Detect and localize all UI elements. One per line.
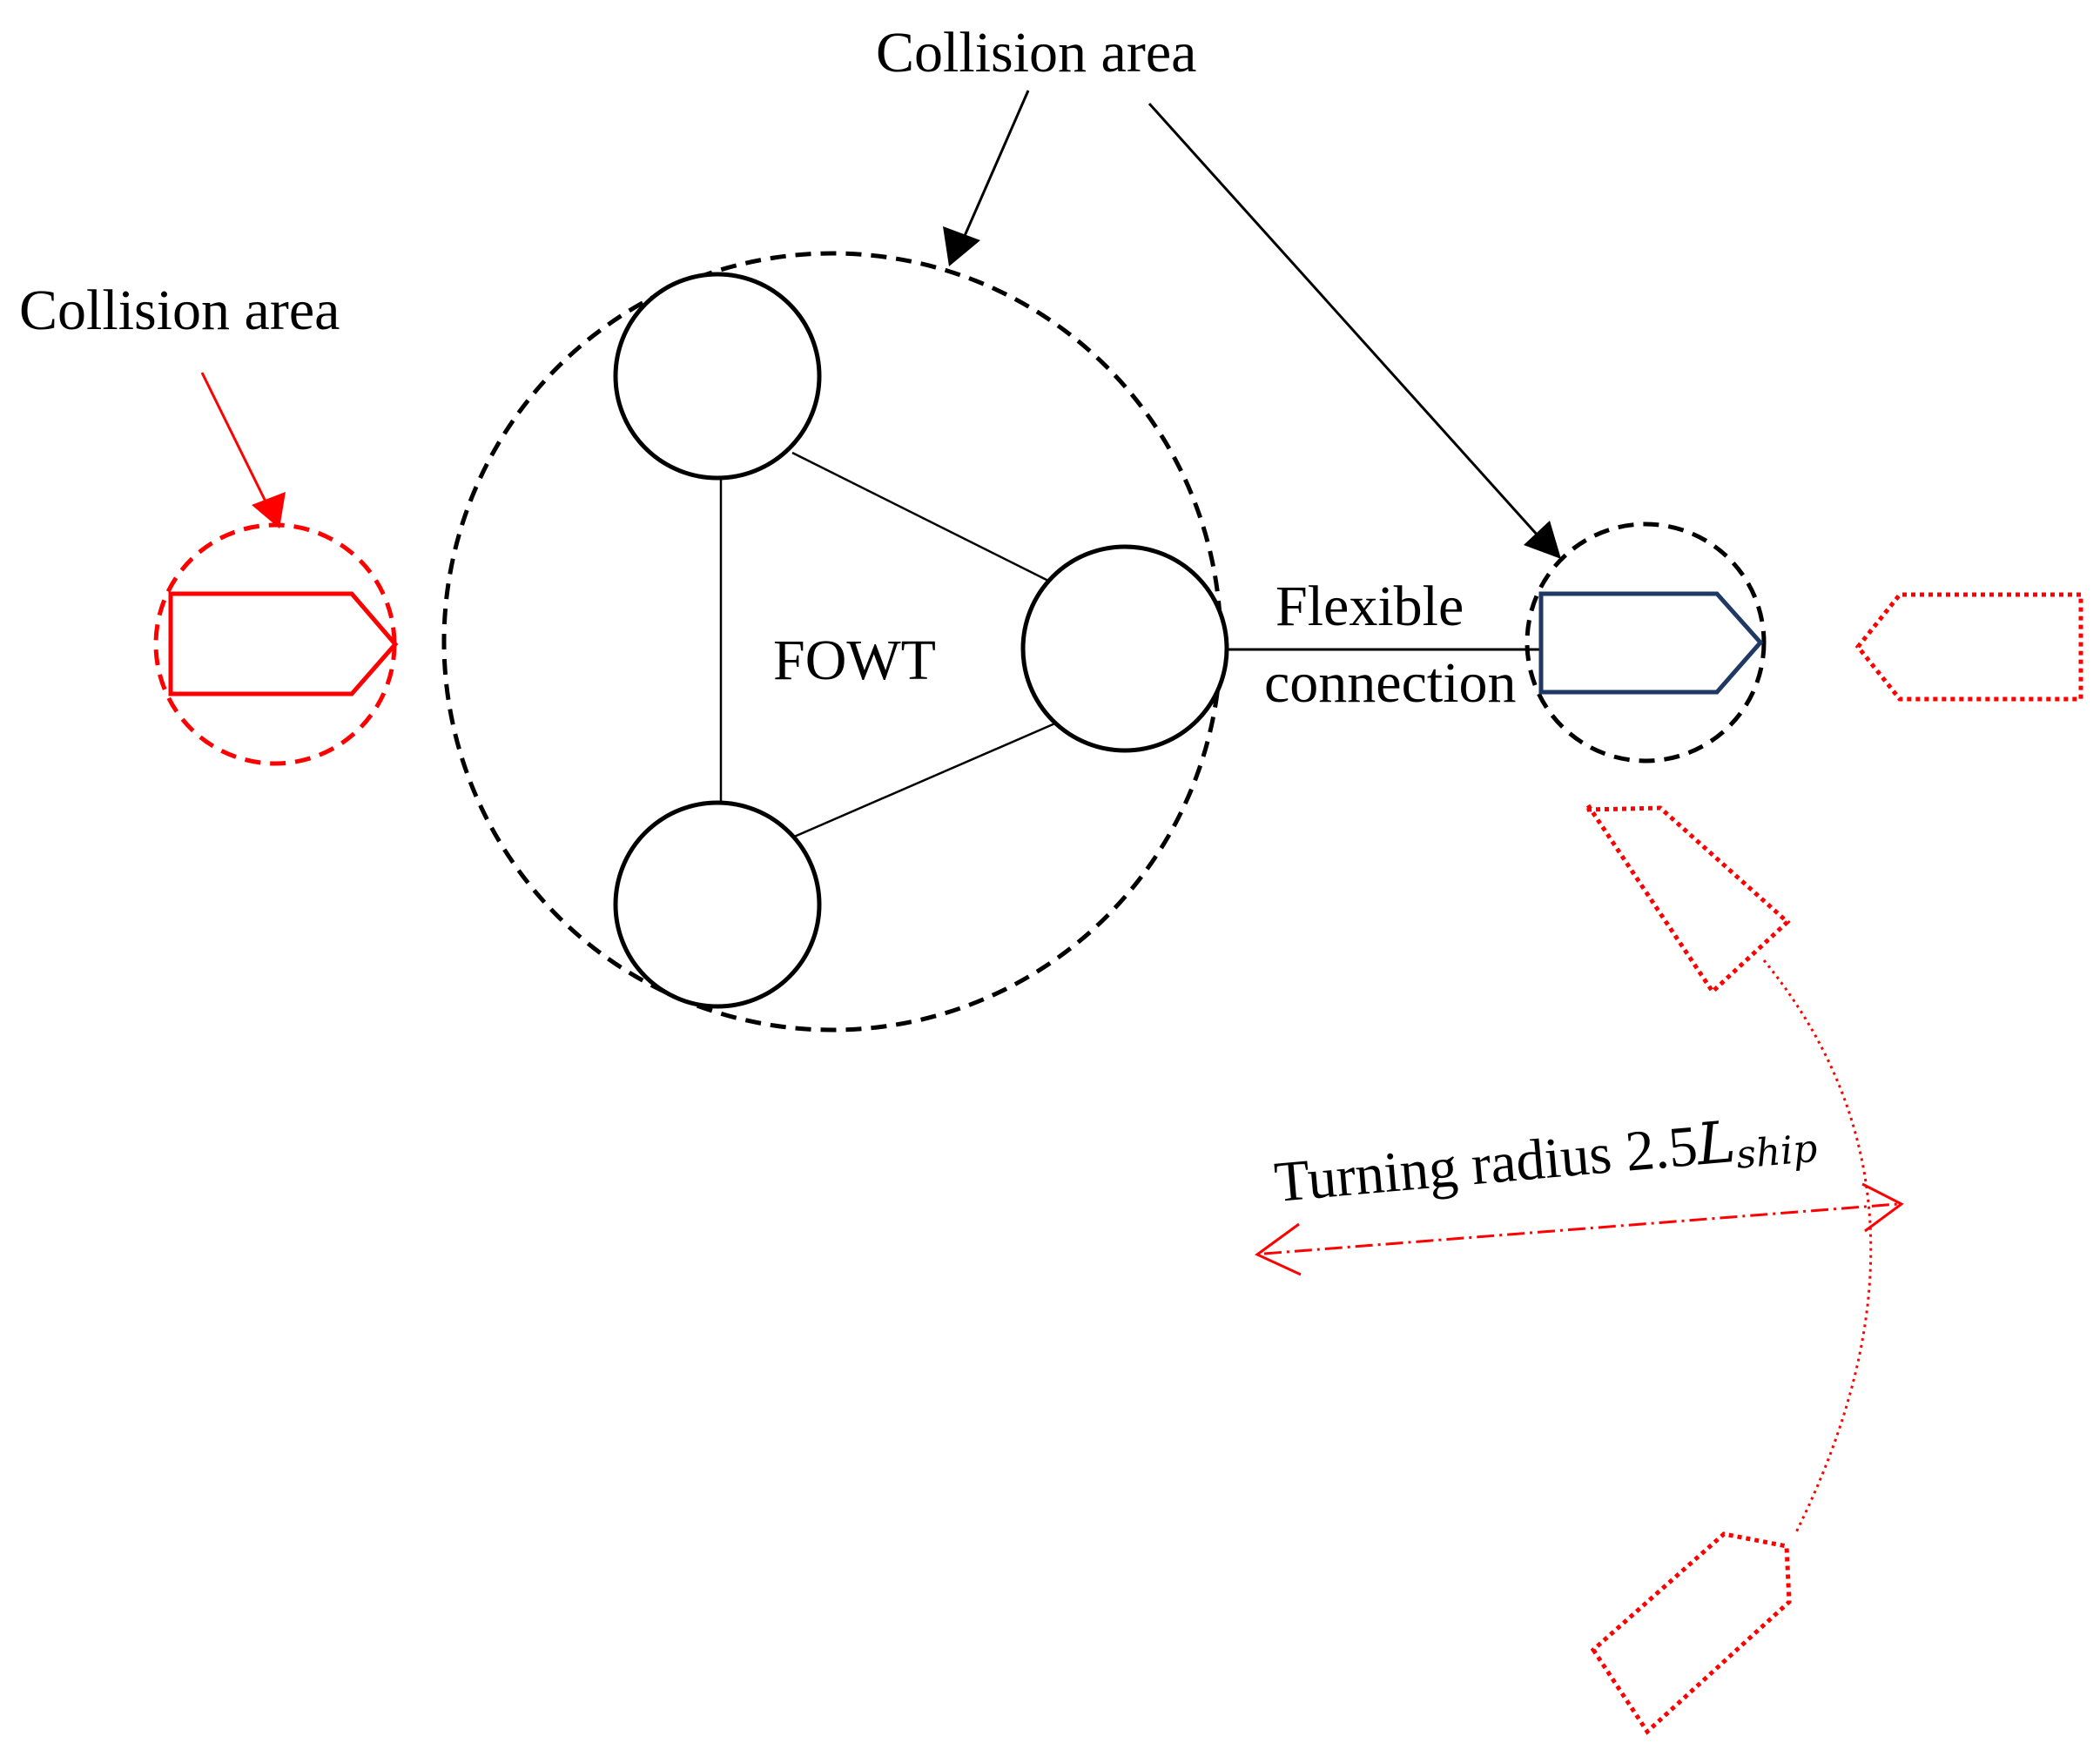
arrow-to-left-collision-circle: [200, 372, 270, 508]
connected-ship: [1538, 591, 1764, 695]
arrowhead-fowt-circle: [943, 226, 980, 266]
fowt-column-right: [1020, 544, 1229, 753]
brace-bottom-right: [791, 721, 1058, 839]
arrow-to-ship-collision-circle: [1148, 102, 1548, 547]
turning-arc: [1762, 959, 1873, 1535]
brace-top-right: [791, 451, 1058, 587]
fowt-column-top: [613, 272, 822, 481]
dotted-ship-right: [1854, 592, 2083, 702]
flexible-connection-label-line2: connection: [1264, 651, 1517, 715]
turning-ship-lower: [1590, 1531, 1792, 1735]
fowt-label: FOWT: [773, 629, 936, 692]
turning-radius-arrowhead-left: [1255, 1222, 1302, 1276]
turning-radius-arrow: [1263, 1202, 1899, 1255]
turning-radius-arrowhead-right: [1861, 1182, 1904, 1233]
fowt-column-bottom: [613, 800, 822, 1009]
flexible-connection-label-line1: Flexible: [1275, 575, 1464, 638]
collision-area-label-left: Collision area: [19, 279, 340, 342]
arrowhead-left-circle: [252, 492, 286, 528]
approaching-ship-left: [168, 591, 399, 696]
ship-collision-circle: [1525, 521, 1767, 764]
turning-ship-upper: [1585, 804, 1791, 995]
turning-radius-label: Turning radius 2.5Lship: [1272, 1101, 1820, 1218]
arrow-to-fowt-collision-circle: [953, 90, 1030, 259]
collision-area-label-top: Collision area: [876, 21, 1196, 84]
arrowhead-ship-circle: [1524, 521, 1561, 559]
left-ship-collision-circle: [153, 522, 397, 766]
